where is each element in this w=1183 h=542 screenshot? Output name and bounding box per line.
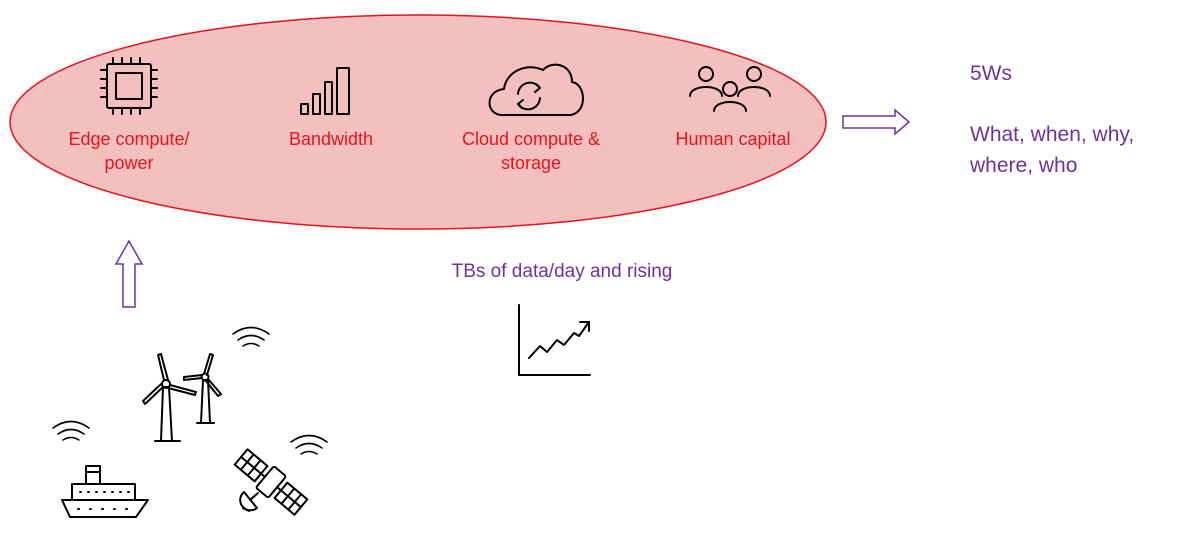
people-group-icon: [689, 66, 771, 112]
signal-bars-icon: [300, 67, 350, 115]
bandwidth-label: Bandwidth: [289, 129, 373, 149]
wireless-signal-icon: [52, 420, 90, 441]
wind-turbine-icon: [183, 353, 222, 424]
trend-chart-icon: [518, 304, 591, 376]
outcome-line2: where, who: [969, 154, 1077, 177]
human-capital-label: Human capital: [675, 129, 790, 149]
up-arrow: [114, 239, 144, 308]
wireless-signal-icon: [232, 326, 270, 347]
data-growth-label: TBs of data/day and rising: [452, 261, 673, 282]
wind-turbine-icon: [142, 353, 197, 442]
outcome-title: 5Ws: [970, 62, 1012, 85]
cloud-compute-label-line2: storage: [501, 153, 561, 173]
cloud-compute-label-line1: Cloud compute &: [462, 129, 600, 149]
wireless-signal-icon: [290, 434, 328, 455]
cpu-chip-icon: [100, 57, 158, 115]
outcome-line1: What, when, why,: [970, 123, 1134, 146]
right-arrow: [842, 108, 911, 136]
edge-compute-label-line1: Edge compute/: [68, 129, 189, 149]
satellite-icon: [233, 448, 309, 516]
cloud-sync-icon: [488, 63, 584, 116]
ship-icon: [61, 465, 149, 518]
edge-compute-label-line2: power: [104, 153, 153, 173]
resources-ellipse: [9, 14, 827, 230]
